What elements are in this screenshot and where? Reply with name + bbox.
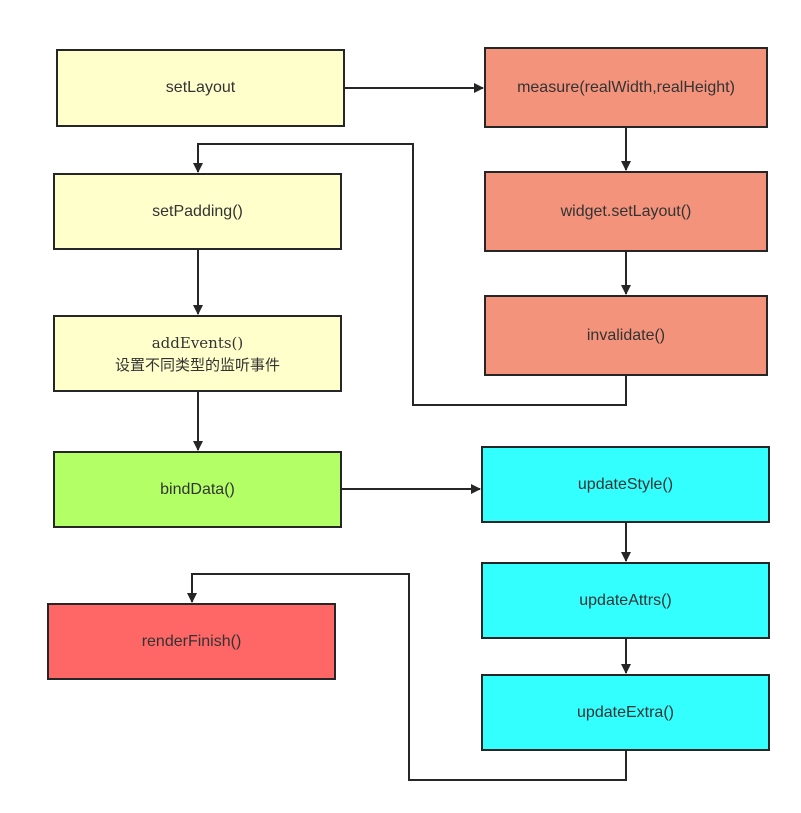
node-measure: measure(realWidth,realHeight) xyxy=(484,47,768,128)
arrow-updateextra-to-renderfinish xyxy=(187,573,627,781)
node-add-events-description: 设置不同类型的监听事件 xyxy=(114,355,280,374)
node-add-events: addEvents() 设置不同类型的监听事件 xyxy=(53,315,342,392)
node-update-extra: updateExtra() xyxy=(481,674,770,751)
node-invalidate-label: invalidate() xyxy=(586,326,666,344)
node-update-style: updateStyle() xyxy=(481,446,770,523)
node-set-layout-label: setLayout xyxy=(165,79,236,96)
node-set-layout: setLayout xyxy=(56,49,345,127)
node-render-finish-label: renderFinish() xyxy=(141,632,242,650)
arrow-invalidate-to-setpadding xyxy=(193,143,627,406)
node-bind-data-label: bindData() xyxy=(160,480,235,498)
node-add-events-label: addEvents() xyxy=(151,333,244,352)
node-invalidate: invalidate() xyxy=(484,295,768,376)
node-set-padding: setPadding() xyxy=(53,173,342,250)
node-render-finish: renderFinish() xyxy=(47,603,336,680)
node-widget-set-layout-label: widget.setLayout() xyxy=(560,202,692,220)
node-set-padding-label: setPadding() xyxy=(152,202,243,220)
node-bind-data: bindData() xyxy=(53,451,342,528)
node-update-attrs-label: updateAttrs() xyxy=(579,591,672,609)
node-update-attrs: updateAttrs() xyxy=(481,562,770,639)
node-update-extra-label: updateExtra() xyxy=(577,703,674,721)
node-measure-label: measure(realWidth,realHeight) xyxy=(517,78,735,96)
node-update-style-label: updateStyle() xyxy=(577,475,674,493)
node-widget-set-layout: widget.setLayout() xyxy=(484,171,768,252)
